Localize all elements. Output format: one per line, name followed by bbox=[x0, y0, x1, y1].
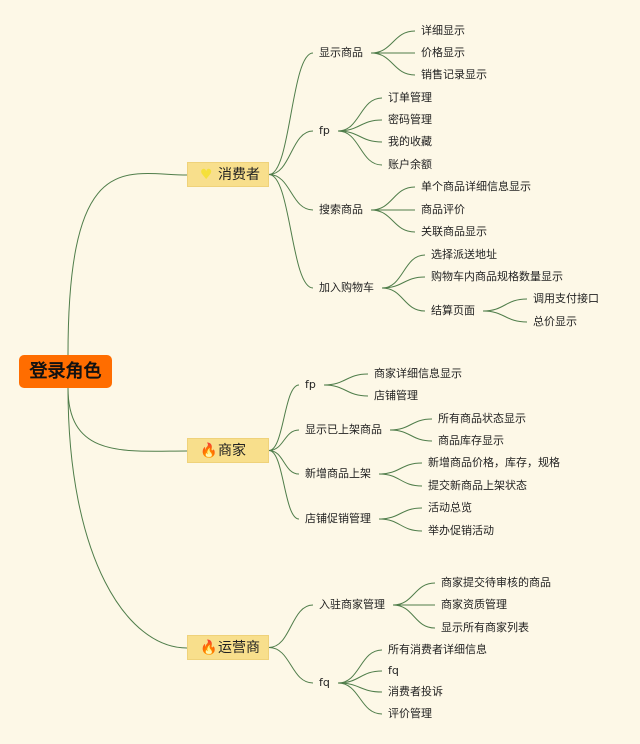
leaf-node[interactable]: 消费者投诉 bbox=[388, 685, 443, 698]
branch-node[interactable]: fp bbox=[319, 124, 330, 137]
leaf-node[interactable]: 商家提交待审核的商品 bbox=[441, 576, 551, 589]
connector-line bbox=[389, 429, 433, 442]
leaf-node[interactable]: 购物车内商品规格数量显示 bbox=[431, 270, 563, 283]
connector-line bbox=[67, 387, 188, 649]
heart-icon: ♥ bbox=[200, 167, 213, 183]
connector-line bbox=[392, 582, 436, 606]
connector-line bbox=[482, 310, 528, 323]
connector-line bbox=[381, 254, 426, 289]
role-label: 商家 bbox=[218, 443, 246, 459]
connector-line bbox=[268, 52, 314, 175]
branch-node[interactable]: 入驻商家管理 bbox=[319, 598, 385, 611]
leaf-node[interactable]: 所有商品状态显示 bbox=[438, 412, 526, 425]
connector-line bbox=[381, 276, 426, 289]
leaf-node[interactable]: 显示所有商家列表 bbox=[441, 621, 529, 634]
connector-line bbox=[378, 473, 423, 487]
leaf-node[interactable]: 详细显示 bbox=[421, 24, 465, 37]
leaf-node[interactable]: 密码管理 bbox=[388, 113, 432, 126]
branch-node[interactable]: 结算页面 bbox=[431, 304, 475, 317]
connector-line bbox=[378, 462, 423, 475]
role-label: 运营商 bbox=[218, 640, 260, 656]
connector-line bbox=[337, 97, 383, 132]
connector-line bbox=[268, 429, 300, 451]
connector-line bbox=[323, 384, 369, 397]
connector-line bbox=[268, 604, 314, 648]
connector-line bbox=[389, 418, 433, 431]
branch-node[interactable]: 搜索商品 bbox=[319, 203, 363, 216]
branch-node[interactable]: 显示已上架商品 bbox=[305, 423, 382, 436]
leaf-node[interactable]: 商家资质管理 bbox=[441, 598, 507, 611]
connector-line bbox=[378, 518, 423, 532]
connector-line bbox=[337, 670, 383, 684]
flame-icon: 🔥 bbox=[200, 443, 218, 459]
leaf-node[interactable]: 订单管理 bbox=[388, 91, 432, 104]
leaf-node[interactable]: 新增商品价格，库存，规格 bbox=[428, 456, 560, 469]
leaf-node[interactable]: 商家详细信息显示 bbox=[374, 367, 462, 380]
leaf-node[interactable]: 价格显示 bbox=[421, 46, 465, 59]
leaf-node[interactable]: fq bbox=[388, 664, 399, 677]
leaf-node[interactable]: 销售记录显示 bbox=[421, 68, 487, 81]
connector-line bbox=[337, 649, 383, 684]
role-label: 消费者 bbox=[218, 167, 260, 183]
connector-line bbox=[378, 507, 423, 520]
connector-line bbox=[482, 298, 528, 312]
connector-line bbox=[268, 450, 300, 475]
leaf-node[interactable]: 调用支付接口 bbox=[533, 292, 599, 305]
leaf-node[interactable]: 关联商品显示 bbox=[421, 225, 487, 238]
connector-line bbox=[337, 119, 383, 132]
connector-line bbox=[67, 387, 188, 452]
connector-line bbox=[268, 450, 300, 520]
connector-line bbox=[268, 174, 314, 211]
connector-line bbox=[370, 186, 416, 211]
connector-line bbox=[268, 384, 300, 451]
connector-line bbox=[323, 373, 369, 386]
connector-line bbox=[268, 130, 314, 175]
connector-line bbox=[268, 647, 314, 684]
leaf-node[interactable]: 活动总览 bbox=[428, 501, 472, 514]
leaf-node[interactable]: 选择派送地址 bbox=[431, 248, 497, 261]
leaf-node[interactable]: 单个商品详细信息显示 bbox=[421, 180, 531, 193]
connector-line bbox=[392, 604, 436, 629]
role-node[interactable]: 🔥商家 bbox=[187, 438, 269, 463]
branch-node[interactable]: 新增商品上架 bbox=[305, 467, 371, 480]
root-node[interactable]: 登录角色 bbox=[19, 355, 112, 388]
leaf-node[interactable]: 所有消费者详细信息 bbox=[388, 643, 487, 656]
branch-node[interactable]: fp bbox=[305, 378, 316, 391]
role-node[interactable]: 🔥运营商 bbox=[187, 635, 269, 660]
leaf-node[interactable]: 提交新商品上架状态 bbox=[428, 479, 527, 492]
flame-icon: 🔥 bbox=[200, 640, 218, 656]
leaf-node[interactable]: 商品库存显示 bbox=[438, 434, 504, 447]
leaf-node[interactable]: 举办促销活动 bbox=[428, 524, 494, 537]
leaf-node[interactable]: 商品评价 bbox=[421, 203, 465, 216]
connector-line bbox=[370, 52, 416, 76]
connector-line bbox=[370, 30, 416, 54]
connector-line bbox=[381, 287, 426, 312]
branch-node[interactable]: fq bbox=[319, 676, 330, 689]
connector-line bbox=[370, 209, 416, 233]
connector-line bbox=[337, 682, 383, 715]
connector-line bbox=[67, 173, 188, 356]
connector-line bbox=[268, 174, 314, 289]
leaf-node[interactable]: 店铺管理 bbox=[374, 389, 418, 402]
branch-node[interactable]: 店铺促销管理 bbox=[305, 512, 371, 525]
leaf-node[interactable]: 我的收藏 bbox=[388, 135, 432, 148]
connector-line bbox=[337, 130, 383, 166]
leaf-node[interactable]: 评价管理 bbox=[388, 707, 432, 720]
branch-node[interactable]: 显示商品 bbox=[319, 46, 363, 59]
leaf-node[interactable]: 总价显示 bbox=[533, 315, 577, 328]
branch-node[interactable]: 加入购物车 bbox=[319, 281, 374, 294]
role-node[interactable]: ♥ 消费者 bbox=[187, 162, 269, 187]
leaf-node[interactable]: 账户余额 bbox=[388, 158, 432, 171]
